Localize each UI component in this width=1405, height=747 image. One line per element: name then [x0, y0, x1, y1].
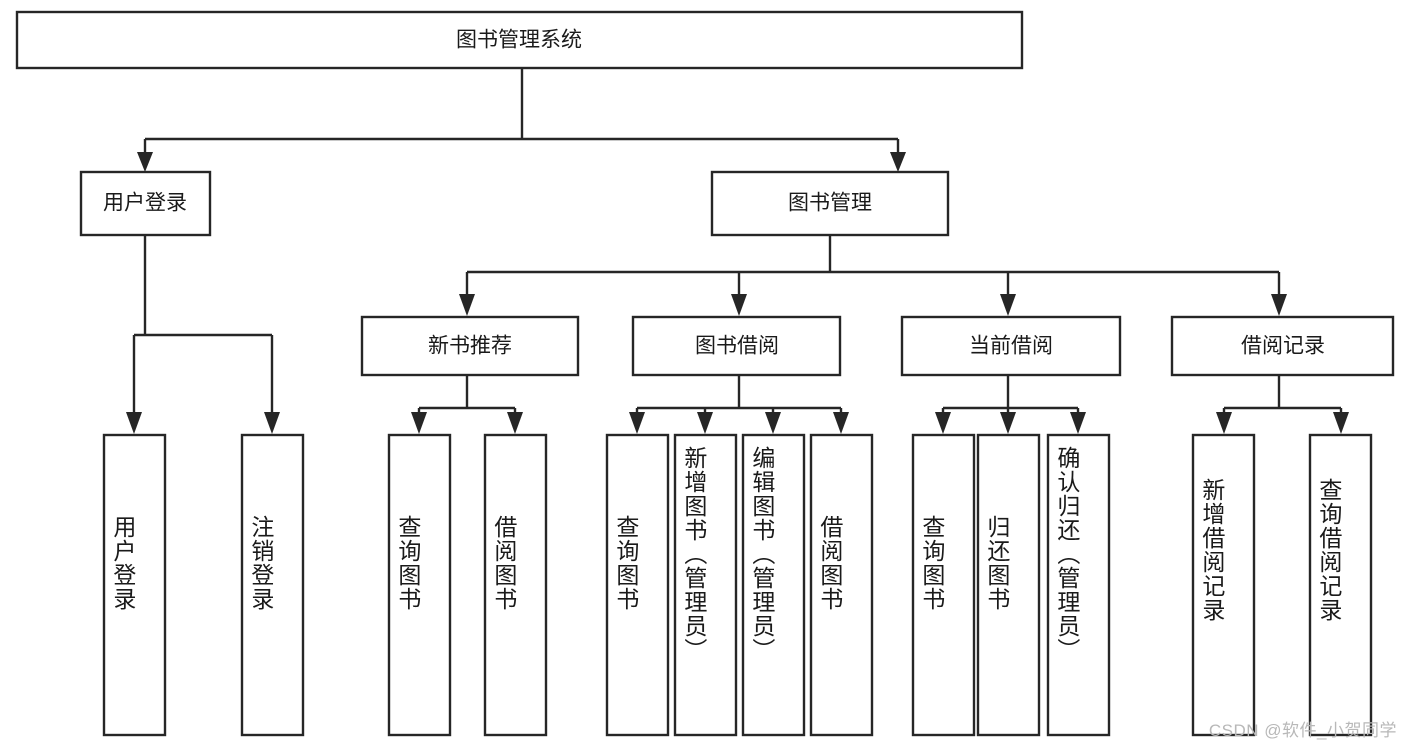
connector-borrowrecord-to-leaves	[1216, 375, 1349, 434]
leaf-user-login-0[interactable]	[102, 433, 167, 737]
leaf-book-borrow-0[interactable]	[605, 433, 670, 737]
node-borrow-record-label: 借阅记录	[1241, 335, 1325, 358]
leaf-current-borrow-1[interactable]	[976, 433, 1041, 737]
node-book-management[interactable]: 图书管理	[710, 170, 950, 237]
connector-root-to-level2	[137, 68, 906, 172]
connector-currentborrow-to-leaves	[935, 375, 1086, 434]
node-borrow-record[interactable]: 借阅记录	[1170, 315, 1395, 377]
leaf-current-borrow-2[interactable]	[1046, 433, 1111, 737]
node-current-borrow-label: 当前借阅	[969, 335, 1053, 358]
csdn-watermark: CSDN @软件_小贺同学	[1208, 721, 1397, 740]
node-book-borrow[interactable]: 图书借阅	[631, 315, 842, 377]
node-user-login[interactable]: 用户登录	[79, 170, 212, 237]
leaf-book-borrow-3[interactable]	[809, 433, 874, 737]
node-book-management-label: 图书管理	[788, 192, 872, 215]
node-root-system[interactable]: 图书管理系统	[15, 10, 1024, 70]
leaf-current-borrow-0[interactable]	[911, 433, 976, 737]
leaf-new-book-recommend-1[interactable]	[483, 433, 548, 737]
node-root-system-label: 图书管理系统	[456, 29, 582, 52]
leaf-borrow-record-1[interactable]	[1308, 433, 1373, 737]
connector-newbook-to-leaves	[411, 375, 523, 434]
leaf-user-login-1[interactable]	[240, 433, 305, 737]
leaf-book-borrow-1[interactable]	[673, 433, 738, 737]
connector-bookmgmt-to-level3	[459, 235, 1287, 316]
connector-bookborrow-to-leaves	[629, 375, 849, 434]
node-current-borrow[interactable]: 当前借阅	[900, 315, 1122, 377]
node-new-book-recommend-label: 新书推荐	[428, 335, 512, 358]
leaf-borrow-record-0[interactable]	[1191, 433, 1256, 737]
leaf-book-borrow-2[interactable]	[741, 433, 806, 737]
node-book-borrow-label: 图书借阅	[695, 335, 779, 358]
connector-userlogin-to-leaves	[126, 235, 280, 434]
leaf-new-book-recommend-0[interactable]	[387, 433, 452, 737]
node-user-login-label: 用户登录	[103, 192, 187, 215]
node-new-book-recommend[interactable]: 新书推荐	[360, 315, 580, 377]
